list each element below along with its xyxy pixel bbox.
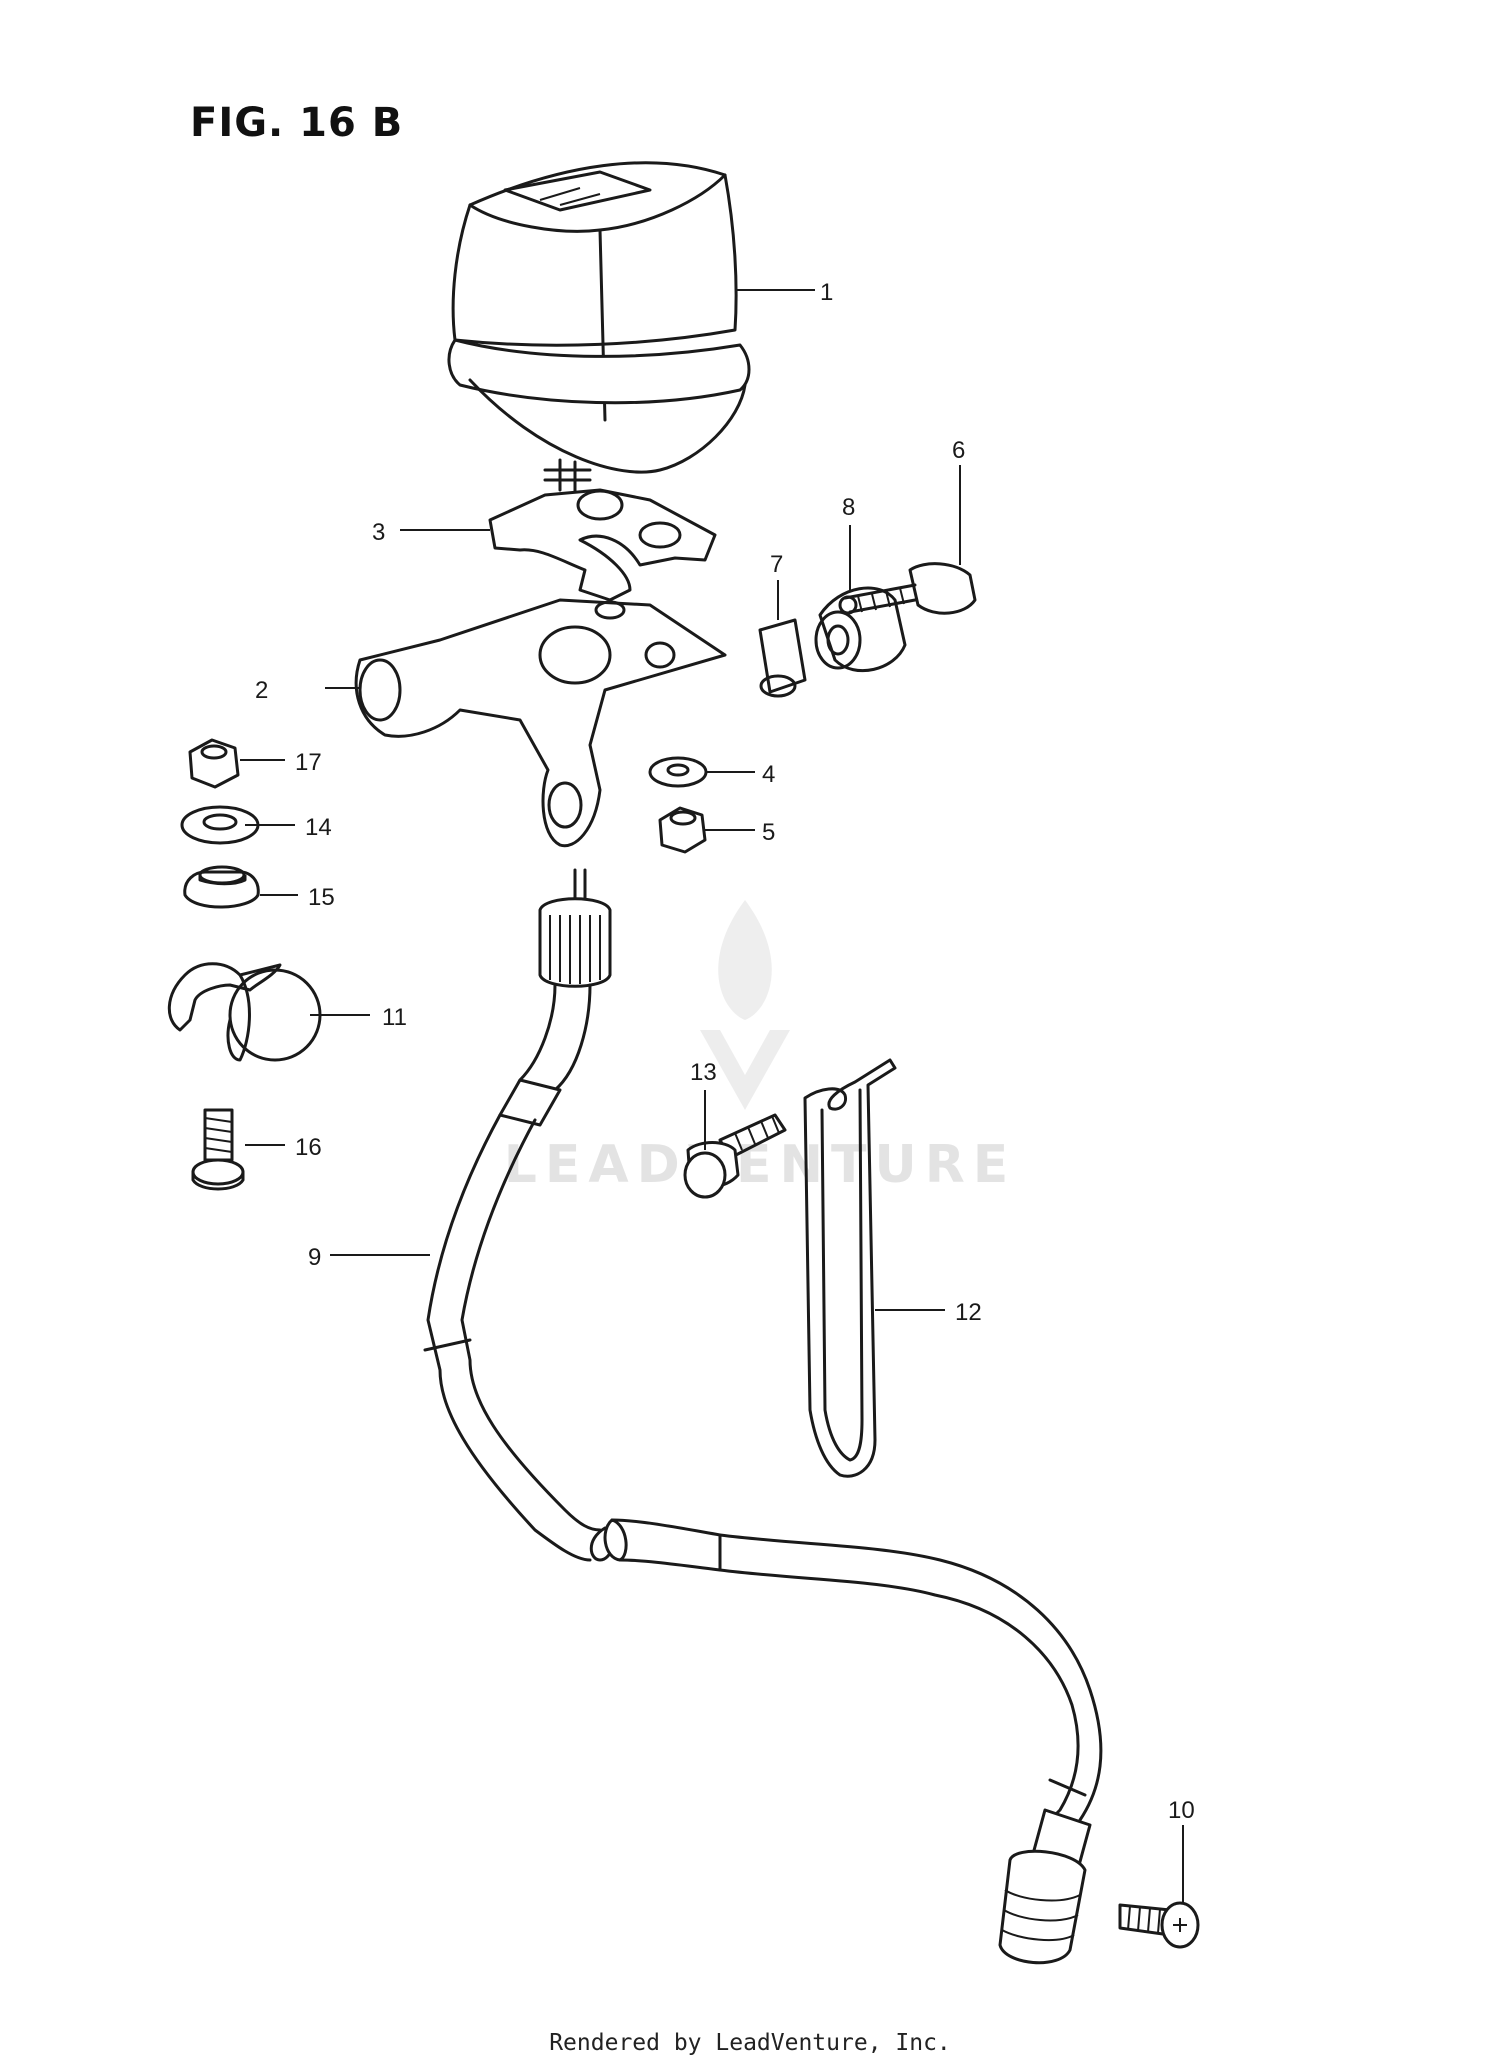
footer-credit: Rendered by LeadVenture, Inc. — [549, 2030, 951, 2056]
figure-title: FIG. 16 B — [190, 100, 404, 146]
callout-14: 14 — [305, 814, 332, 841]
part-17-nut — [188, 738, 240, 789]
watermark-logo — [700, 900, 790, 1110]
leader-lines — [240, 289, 1184, 1903]
callout-7: 7 — [770, 551, 783, 578]
callout-4: 4 — [762, 761, 775, 788]
callout-10: 10 — [1168, 1797, 1195, 1824]
callout-11: 11 — [382, 1004, 407, 1031]
callout-2: 2 — [255, 677, 268, 704]
part-6-bolt — [838, 562, 977, 615]
callout-labels: 1 2 3 4 5 6 7 8 9 10 11 12 13 14 15 16 1… — [255, 279, 1195, 1824]
part-15-bushing — [183, 865, 260, 909]
part-12-band — [803, 1058, 897, 1478]
callout-17: 17 — [295, 749, 322, 776]
callout-3: 3 — [372, 519, 385, 546]
part-11-clip — [167, 962, 322, 1062]
part-8-grommet — [814, 586, 907, 673]
part-5-nut — [658, 806, 707, 854]
callout-8: 8 — [842, 494, 855, 521]
callout-16: 16 — [295, 1134, 322, 1161]
part-2-bracket — [354, 598, 727, 848]
callout-13: 13 — [690, 1059, 717, 1086]
callout-6: 6 — [952, 437, 965, 464]
callout-15: 15 — [308, 884, 335, 911]
callout-9: 9 — [308, 1244, 321, 1271]
part-16-screw — [191, 1108, 245, 1191]
part-13-bolt — [683, 1113, 787, 1199]
callout-1: 1 — [820, 279, 833, 306]
part-3-plate — [488, 488, 717, 602]
part-14-washer — [180, 805, 260, 845]
part-1-relay — [447, 161, 751, 494]
callout-12: 12 — [955, 1299, 982, 1326]
part-7-collar — [758, 618, 807, 698]
part-9-cable — [423, 868, 1103, 1965]
part-10-screw — [1118, 1901, 1200, 1949]
part-4-washer — [648, 756, 708, 788]
callout-5: 5 — [762, 819, 775, 846]
